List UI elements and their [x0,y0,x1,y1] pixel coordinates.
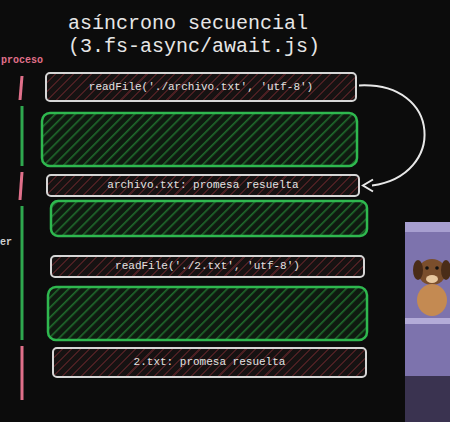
code-text: readFile('./archivo.txt', 'utf-8') [89,81,313,94]
process-box: readFile('./archivo.txt', 'utf-8') [45,72,357,102]
waiting-box [48,287,367,340]
arrow-line [359,85,425,185]
diagram-title: asíncrono secuencial (3.fs-async/await.j… [68,12,332,58]
side-label: proceso [1,55,43,67]
timeline-busy [21,346,24,400]
process-box: readFile('./2.txt', 'utf-8') [50,255,365,278]
side-label: er [0,237,12,249]
waiting-box [51,201,367,236]
timeline-busy [20,76,22,100]
waiting-box [42,113,357,166]
timeline-idle [21,206,24,340]
code-text: 2.txt: promesa resuelta [134,356,286,369]
flow-arrow [359,85,425,191]
process-box: 2.txt: promesa resuelta [52,347,367,378]
timeline-busy [20,172,22,200]
arrow-head [363,180,373,192]
webcam [405,222,450,422]
timeline-idle [21,106,24,166]
process-box: archivo.txt: promesa resuelta [46,174,360,197]
code-text: readFile('./2.txt', 'utf-8') [115,260,300,273]
code-text: archivo.txt: promesa resuelta [107,179,298,192]
